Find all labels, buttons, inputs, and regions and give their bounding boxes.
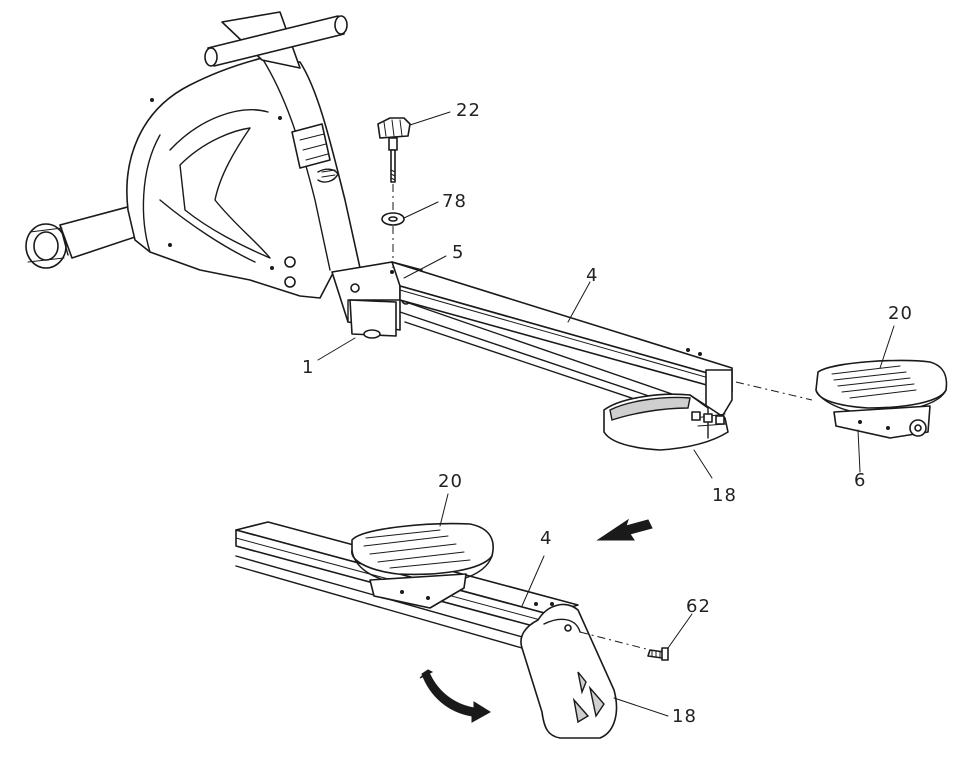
callout-4-top: 4 [586, 265, 599, 286]
callout-78: 78 [442, 191, 467, 212]
rower-main-body [25, 11, 361, 299]
callout-4-bottom: 4 [540, 528, 553, 549]
callout-1: 1 [302, 357, 315, 378]
callout-20-top: 20 [888, 303, 913, 324]
handlebar [204, 11, 348, 69]
end-cap-bottom [520, 603, 618, 739]
knob-22 [377, 117, 411, 183]
callout-18-top: 18 [712, 485, 737, 506]
callout-6: 6 [854, 470, 867, 491]
callout-5: 5 [452, 242, 465, 263]
washer-78 [381, 212, 405, 226]
callout-22: 22 [456, 100, 481, 121]
seat-bottom [351, 522, 494, 609]
callout-18-bottom: 18 [672, 706, 697, 727]
front-stabilizer [25, 204, 151, 269]
seat-top [815, 359, 948, 439]
rotate-arrow-icon [419, 669, 491, 723]
callout-62: 62 [686, 596, 711, 617]
rail-top [391, 261, 733, 427]
callout-20-bottom: 20 [438, 471, 463, 492]
end-cap-top [603, 393, 729, 451]
assembly-arrow-icon [596, 518, 653, 541]
screw-62 [579, 631, 669, 661]
